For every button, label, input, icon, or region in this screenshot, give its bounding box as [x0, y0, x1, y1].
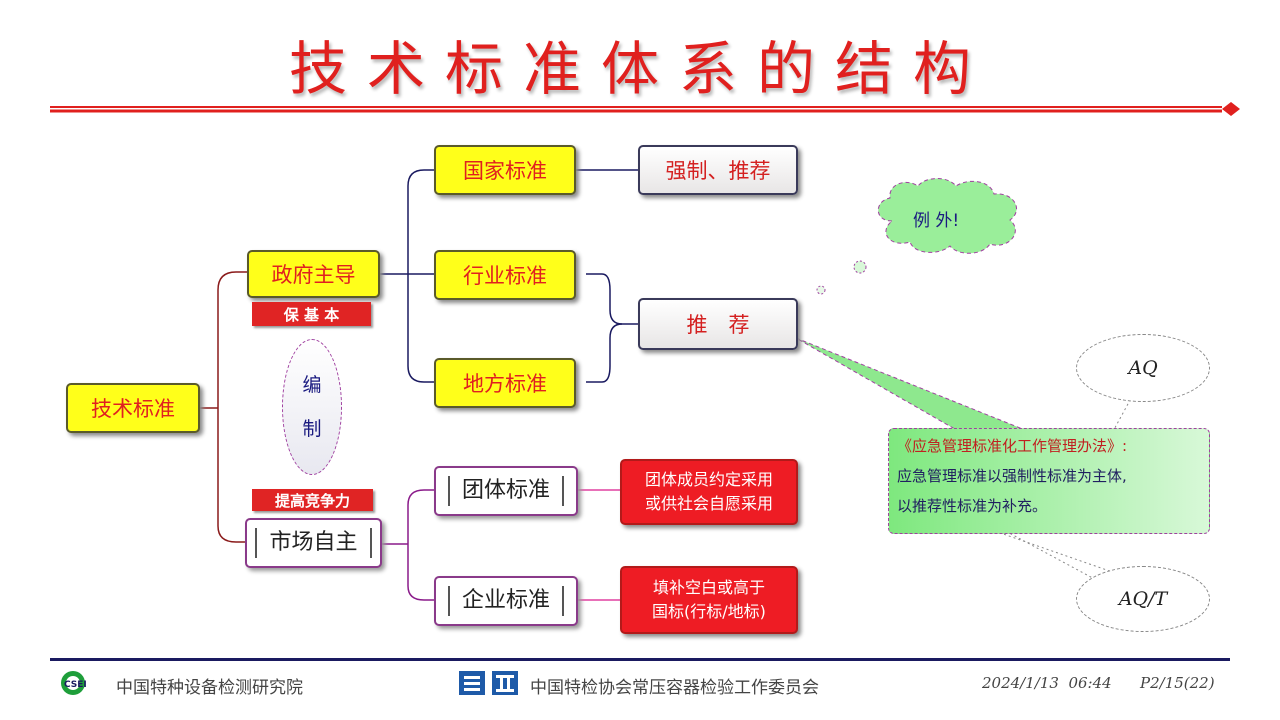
node-recommended: 推 荐 [638, 298, 798, 350]
aq-label: AQ [1076, 334, 1210, 402]
desc-line-1: 填补空白或高于 [652, 578, 765, 597]
node-label: 行业标准 [463, 264, 547, 288]
node-group-description: 团体成员约定采用 或供社会自愿采用 [620, 459, 798, 525]
node-government-led: 政府主导 [247, 250, 380, 298]
node-label: 市场自主 [255, 528, 372, 558]
callout-line-2: 应急管理标准以强制性标准为主体, [897, 467, 1127, 485]
callout-line-1: 《应急管理标准化工作管理办法》: [897, 437, 1128, 455]
node-label: 推 荐 [686, 313, 750, 337]
footer-org-center: 中国特检协会常压容器检验工作委员会 [530, 678, 819, 698]
callout-line-3: 以推荐性标准为补充。 [897, 497, 1048, 515]
csei-logo-icon: CSEI [61, 671, 87, 695]
exception-cloud [877, 178, 1017, 254]
aq-t-label: AQ/T [1076, 566, 1210, 632]
node-label: 政府主导 [271, 263, 356, 287]
compile-line-2: 制 [302, 418, 322, 440]
node-enterprise-standard: 企业标准 [434, 576, 578, 626]
footer-page-number: P2/15(22) [1140, 674, 1215, 692]
node-enterprise-description: 填补空白或高于 国标(行标/地标) [620, 566, 798, 634]
regulation-callout: 《应急管理标准化工作管理办法》: 应急管理标准以强制性标准为主体, 以推荐性标准… [888, 428, 1210, 534]
title-underline [50, 102, 1240, 116]
compile-ellipse: 编 制 [282, 339, 342, 475]
node-market-autonomy: 市场自主 [245, 518, 382, 568]
node-mandatory-recommended: 强制、推荐 [638, 145, 798, 195]
desc-line-1: 团体成员约定采用 [644, 470, 773, 489]
node-group-standard: 团体标准 [434, 466, 578, 516]
desc-line-2: 国标(行标/地标) [652, 602, 766, 621]
page-title: 技术标准体系的结构 [288, 35, 991, 103]
compile-line-1: 编 [302, 374, 322, 396]
node-national-standard: 国家标准 [434, 145, 576, 195]
tag-basic: 保 基 本 [252, 302, 371, 326]
node-industry-standard: 行业标准 [434, 250, 576, 300]
csei-logo: CSEI [60, 668, 110, 698]
node-label: 地方标准 [463, 372, 547, 396]
node-technical-standard: 技术标准 [66, 383, 200, 433]
node-local-standard: 地方标准 [434, 358, 576, 408]
node-label: 强制、推荐 [665, 159, 771, 183]
logo-text: CSEI [64, 680, 87, 690]
footer-divider [50, 658, 1230, 661]
node-label: 企业标准 [447, 586, 564, 616]
footer-datetime: 2024/1/13 06:44 [982, 674, 1112, 692]
committee-logo [458, 670, 524, 696]
node-label: 国家标准 [463, 159, 547, 183]
exception-label: 例 外! [913, 211, 960, 231]
tag-compete: 提高竞争力 [252, 489, 373, 511]
desc-line-2: 或供社会自愿采用 [644, 494, 773, 513]
footer-org-left: 中国特种设备检测研究院 [116, 678, 303, 698]
committee-logo-icon [459, 671, 518, 695]
node-label: 团体标准 [447, 476, 564, 506]
node-label: 技术标准 [91, 397, 175, 421]
